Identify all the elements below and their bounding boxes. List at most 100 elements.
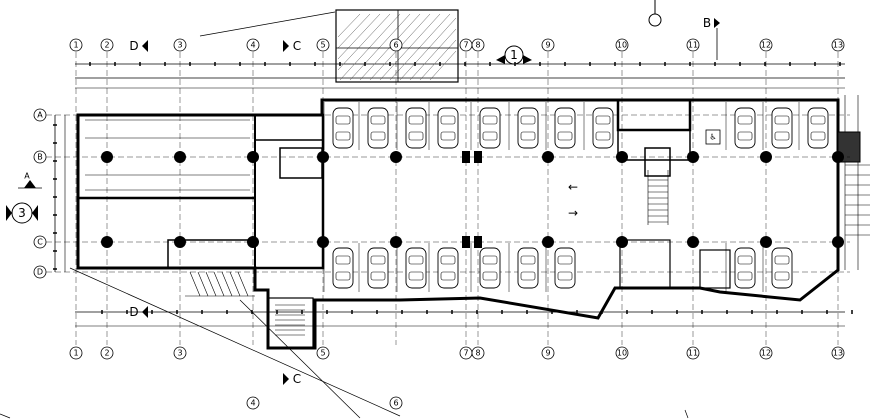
structural-column bbox=[760, 236, 772, 248]
car-top bbox=[405, 107, 427, 149]
detail-label-3: 3 bbox=[18, 206, 26, 220]
north-marker bbox=[648, 13, 662, 27]
car-top bbox=[592, 107, 614, 149]
section-label-D-bottom: D bbox=[129, 305, 138, 319]
structural-column bbox=[687, 151, 699, 163]
structural-column bbox=[832, 236, 844, 248]
grid-label-bottom-4: 4 bbox=[250, 399, 255, 408]
stair-core bbox=[267, 297, 314, 349]
structural-column bbox=[474, 151, 482, 163]
grid-bubble-top-5 bbox=[316, 38, 330, 52]
grid-bubble-top-1 bbox=[69, 38, 83, 52]
grid-label-bottom-9: 9 bbox=[545, 349, 550, 358]
structural-column bbox=[687, 236, 699, 248]
grid-bubble-bottom-5 bbox=[316, 346, 330, 360]
grid-label-bottom-2: 2 bbox=[104, 349, 109, 358]
car-top bbox=[332, 107, 354, 149]
grid-label-A: A bbox=[37, 111, 43, 120]
car-top bbox=[734, 107, 756, 149]
car-bottom bbox=[771, 247, 793, 289]
grid-bubble-top-12 bbox=[759, 38, 773, 52]
section-arrow-B bbox=[714, 18, 720, 28]
car-bottom bbox=[554, 247, 576, 289]
construction-line bbox=[199, 11, 336, 37]
car-bottom bbox=[734, 247, 756, 289]
section-arrow-C-top bbox=[283, 40, 289, 52]
grid-bubble-bottom-12 bbox=[759, 346, 773, 360]
arrow-icon: ← bbox=[568, 180, 578, 194]
grid-label-bottom-6: 6 bbox=[393, 399, 398, 408]
grid-bubble-top-13 bbox=[831, 38, 845, 52]
detail-arrow-3 bbox=[32, 205, 38, 221]
grid-label-top-12: 12 bbox=[761, 41, 771, 50]
grid-label-bottom-11: 11 bbox=[688, 349, 698, 358]
grid-label-bottom-5: 5 bbox=[320, 349, 325, 358]
structural-column bbox=[101, 151, 113, 163]
grid-label-top-9: 9 bbox=[545, 41, 550, 50]
car-top bbox=[437, 107, 459, 149]
grid-label-top-8: 8 bbox=[475, 41, 480, 50]
grid-label-bottom-12: 12 bbox=[761, 349, 771, 358]
car-bottom bbox=[437, 247, 459, 289]
wheelchair-glyph: ♿ bbox=[709, 133, 716, 142]
section-label-B: B bbox=[703, 16, 711, 30]
grid-label-top-6: 6 bbox=[393, 41, 398, 50]
grid-label-top-5: 5 bbox=[320, 41, 325, 50]
hatched-slab bbox=[335, 9, 459, 83]
car-bottom bbox=[405, 247, 427, 289]
grid-bubble-top-3 bbox=[173, 38, 187, 52]
grid-label-top-4: 4 bbox=[250, 41, 255, 50]
section-arrow-D-bottom bbox=[142, 306, 148, 318]
grid-bubble-bottom-9 bbox=[541, 346, 555, 360]
arrow-icon: → bbox=[568, 206, 578, 220]
grid-bubble-top-2 bbox=[100, 38, 114, 52]
section-arrow-C-bottom bbox=[283, 373, 289, 385]
grid-label-bottom-3: 3 bbox=[177, 349, 182, 358]
car-top bbox=[517, 107, 539, 149]
grid-bubble-B bbox=[33, 150, 47, 164]
detail-label-1: 1 bbox=[510, 48, 518, 62]
car-bottom bbox=[367, 247, 389, 289]
section-label-C-bottom: C bbox=[293, 372, 301, 386]
grid-label-bottom-1: 1 bbox=[73, 349, 78, 358]
structural-column bbox=[174, 151, 186, 163]
grid-bubble-bottom-8 bbox=[471, 346, 485, 360]
grid-label-top-2: 2 bbox=[104, 41, 109, 50]
section-arrow-A bbox=[24, 180, 36, 188]
grid-bubble-top-4 bbox=[246, 38, 260, 52]
grid-label-top-3: 3 bbox=[177, 41, 182, 50]
section-label-A: A bbox=[24, 172, 30, 181]
section-arrow-D-top bbox=[142, 40, 148, 52]
wheelchair-icon bbox=[705, 129, 721, 145]
section-label-D-top: D bbox=[129, 39, 138, 53]
structural-column bbox=[390, 151, 402, 163]
grid-label-bottom-7: 7 bbox=[463, 349, 468, 358]
structural-column bbox=[474, 236, 482, 248]
grid-bubble-bottom-1 bbox=[69, 346, 83, 360]
car-top bbox=[771, 107, 793, 149]
grid-bubble-A bbox=[33, 108, 47, 122]
car-top bbox=[479, 107, 501, 149]
structural-column bbox=[542, 236, 554, 248]
grid-label-top-13: 13 bbox=[833, 41, 843, 50]
grid-label-top-11: 11 bbox=[688, 41, 698, 50]
structural-column bbox=[542, 151, 554, 163]
car-bottom bbox=[332, 247, 354, 289]
structural-column bbox=[247, 236, 259, 248]
grid-label-bottom-10: 10 bbox=[617, 349, 627, 358]
structural-column bbox=[174, 236, 186, 248]
structural-column bbox=[317, 151, 329, 163]
structural-column bbox=[832, 151, 844, 163]
ramp bbox=[845, 164, 870, 236]
grid-bubble-D bbox=[33, 265, 47, 279]
grid-bubble-top-6 bbox=[389, 38, 403, 52]
grid-label-bottom-13: 13 bbox=[833, 349, 843, 358]
structural-column bbox=[760, 151, 772, 163]
car-top bbox=[807, 107, 829, 149]
structural-column bbox=[101, 236, 113, 248]
section-label-C-top: C bbox=[293, 39, 301, 53]
grid-label-B: B bbox=[37, 153, 43, 162]
grid-bubble-bottom-6 bbox=[389, 396, 403, 410]
